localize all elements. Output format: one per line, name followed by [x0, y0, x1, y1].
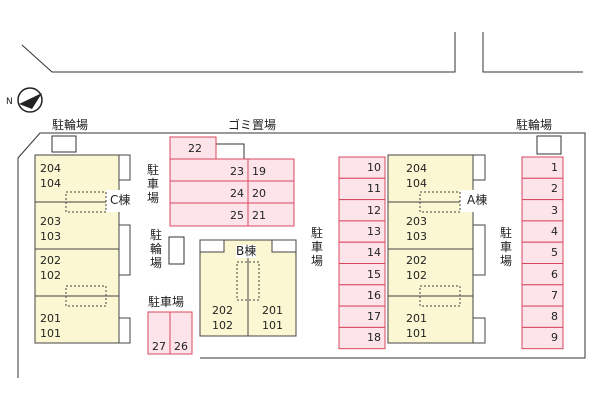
bike-parking-label-vertical: 駐 輪 場 — [149, 228, 162, 270]
parking-space-right-5: 5 — [551, 246, 558, 260]
parking-space-23: 23 — [230, 165, 244, 178]
parking-space-mid-16: 16 — [367, 288, 381, 302]
unit-c-203: 203 — [40, 215, 61, 228]
bike-rack-top-left — [51, 135, 77, 153]
parking-space-25: 25 — [230, 209, 244, 222]
unit-a-104: 104 — [406, 177, 427, 190]
parking-space-mid-cell — [338, 326, 386, 350]
parking-space-right-7: 7 — [551, 288, 558, 302]
unit-c-201: 201 — [40, 312, 61, 325]
parking-middle-column — [338, 156, 386, 350]
unit-b-202: 202 — [212, 304, 233, 317]
parking-space-mid-11: 11 — [367, 182, 381, 196]
unit-a-101: 101 — [406, 327, 427, 340]
lot-boundary — [17, 132, 586, 378]
parking-space-mid-12: 12 — [367, 203, 381, 217]
parking-space-19: 19 — [252, 165, 266, 178]
building-b-label: B棟 — [236, 244, 257, 258]
building-a — [387, 154, 486, 344]
unit-b-201: 201 — [262, 304, 283, 317]
garbage-label: ゴミ置場 — [228, 118, 277, 132]
parking-space-mid-15: 15 — [367, 267, 381, 281]
building-c-label: C棟 — [110, 193, 131, 207]
parking-space-mid-17: 17 — [367, 310, 381, 324]
road-lines — [21, 32, 583, 73]
bike-parking-label-top-left: 駐輪場 — [52, 118, 89, 132]
parking-left-block — [169, 136, 295, 227]
parking-label-small: 駐車場 — [148, 295, 185, 309]
unit-a-202: 202 — [406, 254, 427, 267]
unit-c-101: 101 — [40, 327, 61, 340]
unit-a-103: 103 — [406, 230, 427, 243]
svg-text:N: N — [6, 97, 13, 107]
parking-bottom-pair — [147, 311, 193, 355]
parking-label-vertical-1: 駐 車 場 — [146, 163, 159, 205]
parking-space-right-3: 3 — [551, 203, 558, 217]
parking-space-mid-18: 18 — [367, 331, 381, 345]
unit-c-103: 103 — [40, 230, 61, 243]
bike-rack-middle — [168, 236, 185, 265]
unit-c-202: 202 — [40, 254, 61, 267]
garbage-box — [215, 143, 245, 160]
parking-space-21: 21 — [252, 209, 266, 222]
parking-space-right-6: 6 — [551, 267, 558, 281]
parking-space-right-2: 2 — [551, 182, 558, 196]
building-c — [34, 154, 131, 344]
parking-label-vertical-2: 駐 車 場 — [310, 226, 323, 268]
unit-a-102: 102 — [406, 269, 427, 282]
unit-b-102: 102 — [212, 319, 233, 332]
unit-c-104: 104 — [40, 177, 61, 190]
parking-space-26: 26 — [174, 340, 188, 353]
parking-space-mid-14: 14 — [367, 246, 381, 260]
parking-space-mid-10: 10 — [367, 161, 381, 174]
unit-a-204: 204 — [406, 162, 427, 175]
bike-rack-top-right — [536, 135, 562, 155]
parking-space-mid-13: 13 — [367, 224, 381, 238]
unit-b-101: 101 — [262, 319, 283, 332]
parking-space-20: 20 — [252, 187, 266, 200]
unit-a-203: 203 — [406, 215, 427, 228]
parking-space-27: 27 — [152, 340, 166, 353]
parking-space-24: 24 — [230, 187, 244, 200]
parking-space-right-1: 1 — [551, 161, 558, 174]
parking-space-right-4: 4 — [551, 224, 558, 238]
north-arrow-icon: N — [6, 87, 43, 113]
parking-label-vertical-3: 駐 車 場 — [499, 226, 512, 268]
parking-right-column — [521, 156, 564, 350]
building-a-label: A棟 — [467, 193, 488, 207]
bike-parking-label-top-right: 駐輪場 — [516, 118, 553, 132]
unit-c-102: 102 — [40, 269, 61, 282]
parking-space-right-8: 8 — [551, 310, 558, 324]
parking-space-right-cell — [521, 326, 564, 350]
unit-a-201: 201 — [406, 312, 427, 325]
parking-space-22: 22 — [188, 142, 202, 155]
parking-space-right-9: 9 — [551, 331, 558, 345]
unit-c-204: 204 — [40, 162, 61, 175]
